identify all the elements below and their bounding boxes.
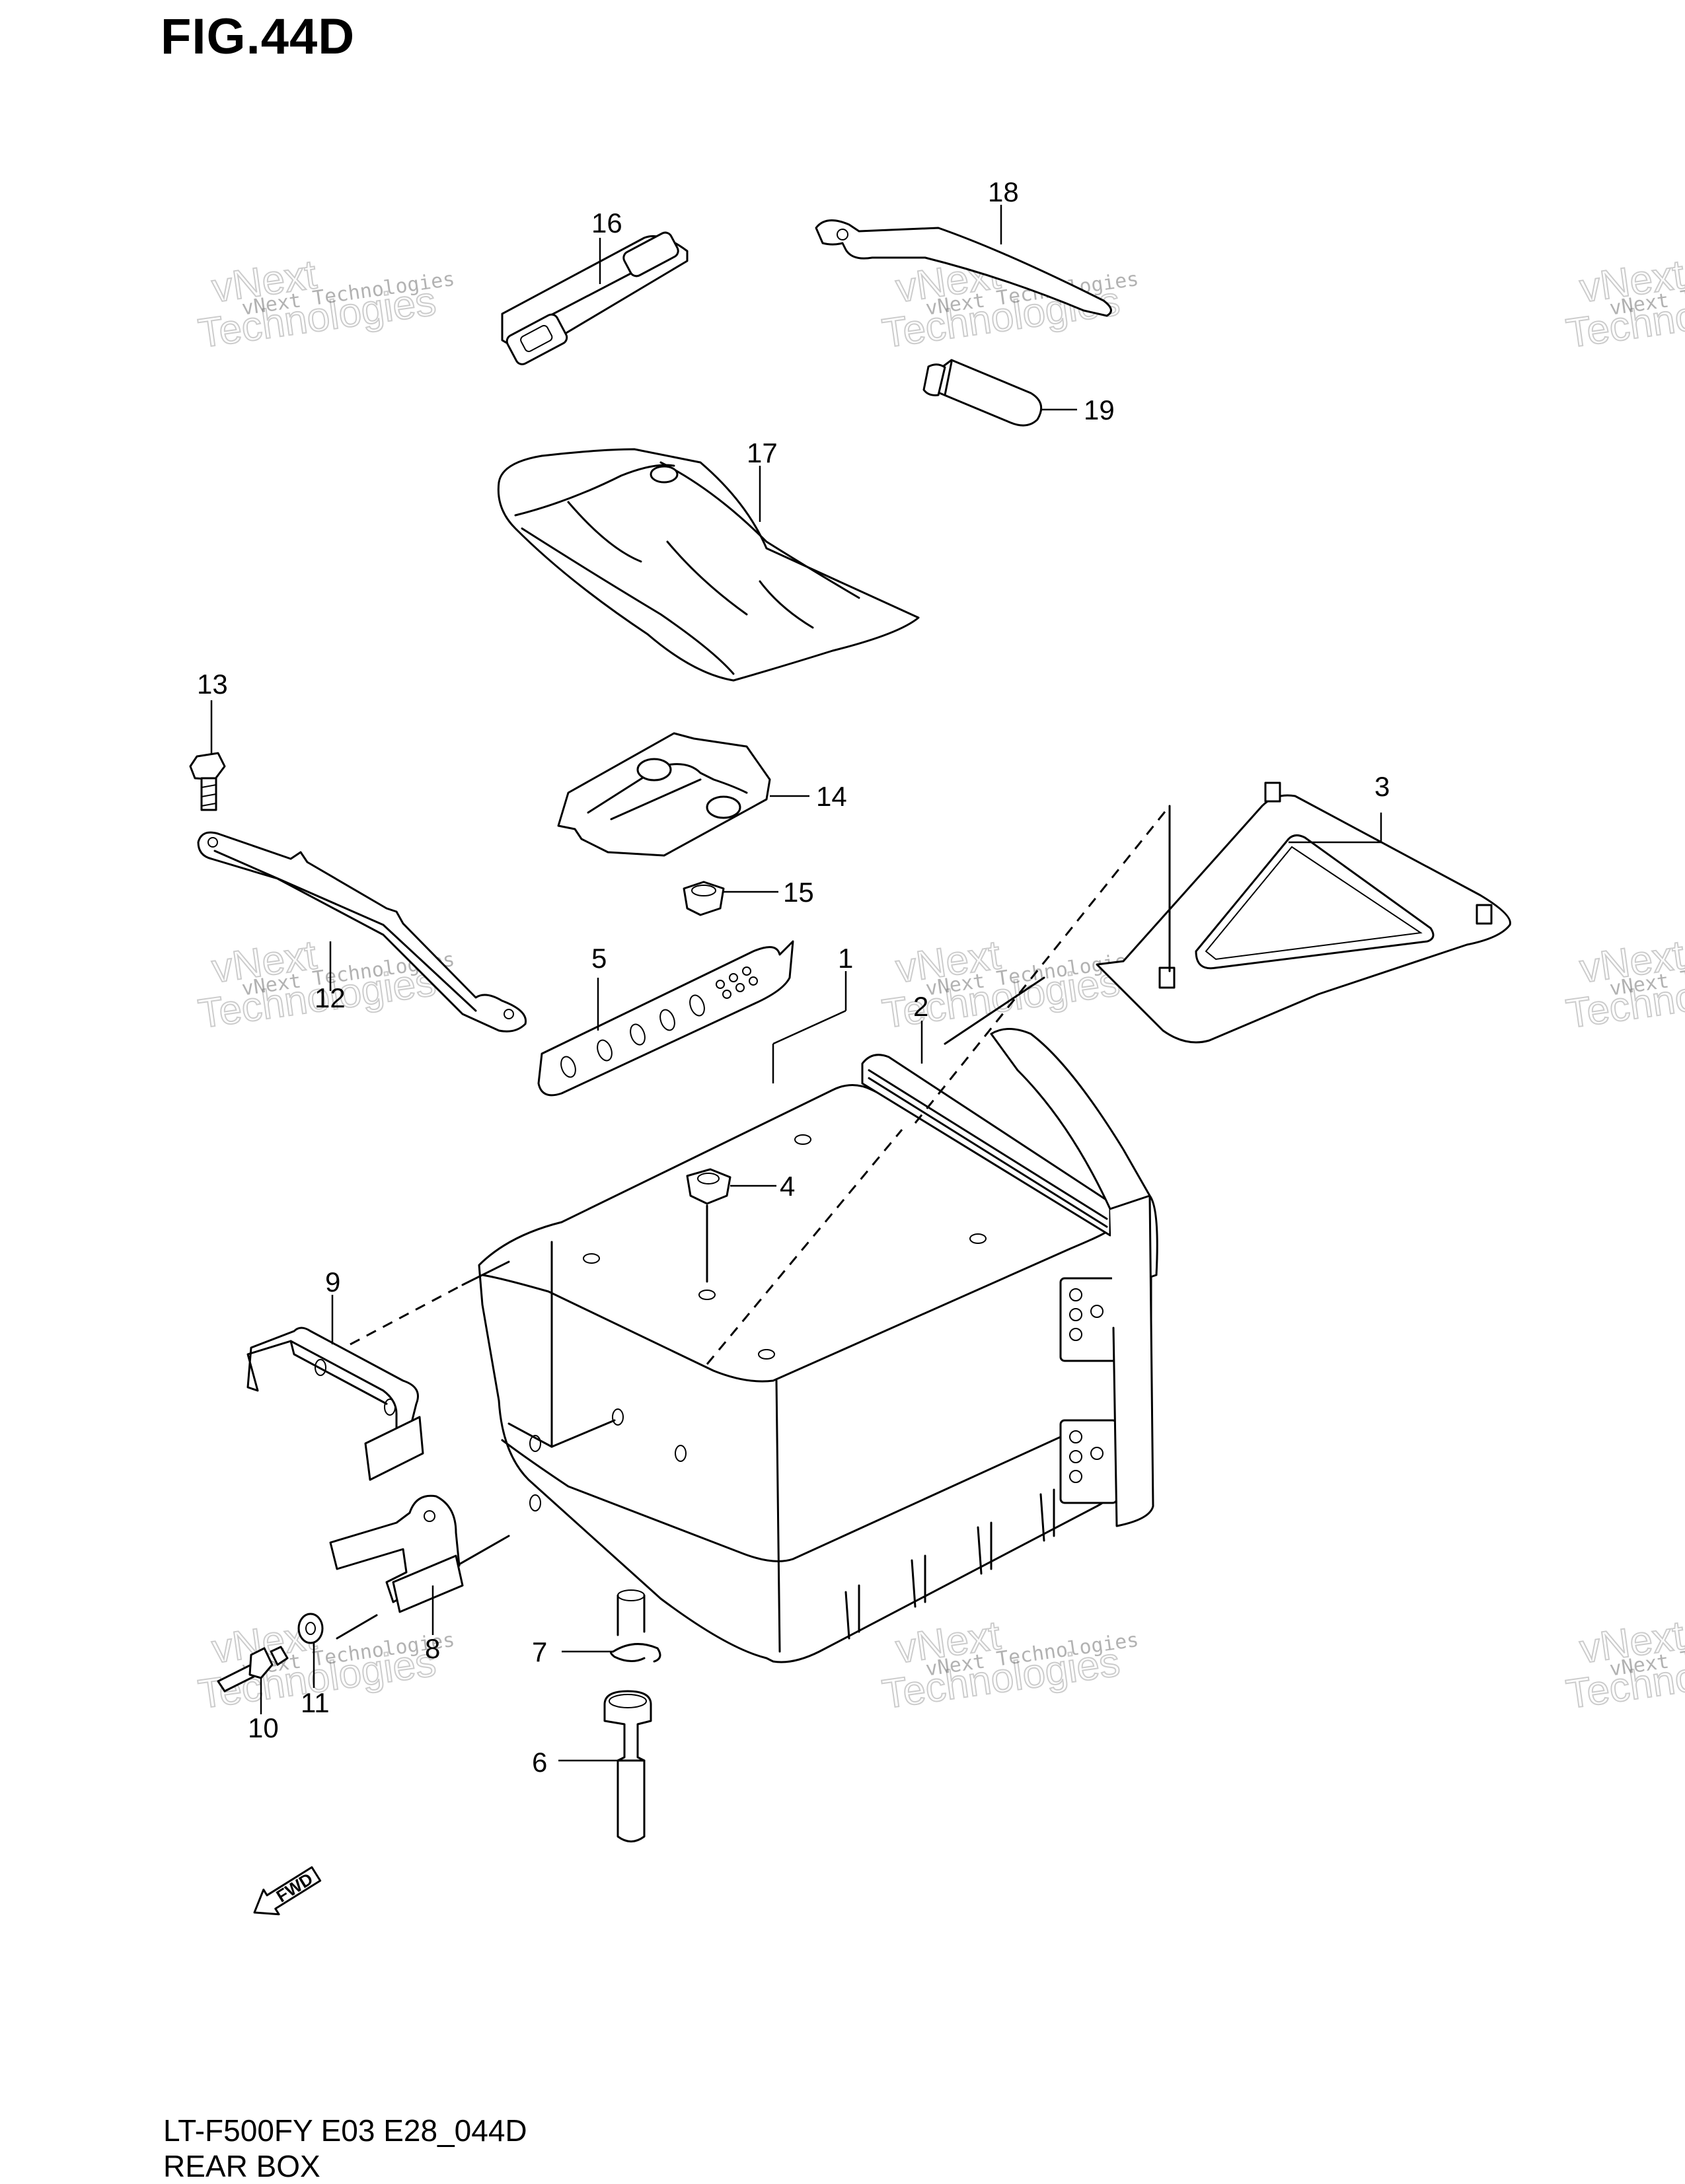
part-5-slotted-plate[interactable] — [537, 940, 794, 1097]
callout-6: 6 — [532, 1747, 547, 1778]
callout-8: 8 — [425, 1633, 440, 1664]
part-8-bracket[interactable] — [329, 1494, 464, 1635]
callout-10: 10 — [248, 1712, 279, 1743]
callout-3: 3 — [1374, 771, 1390, 802]
part-17-tool-bag[interactable] — [497, 448, 920, 682]
callout-9: 9 — [325, 1266, 340, 1297]
part-9-u-bracket[interactable] — [246, 1295, 424, 1481]
part-13-bolt[interactable] — [189, 700, 226, 811]
part-15-nut[interactable] — [683, 881, 778, 916]
fwd-arrow-icon: FWD — [253, 1866, 322, 1916]
part-19-plug[interactable] — [922, 359, 1077, 427]
part-11-washer[interactable] — [297, 1613, 324, 1688]
callout-15: 15 — [783, 877, 814, 908]
callout-17: 17 — [747, 437, 778, 468]
callout-1: 1 — [838, 943, 853, 974]
part-12-stay-bar[interactable] — [197, 831, 527, 1033]
callout-13: 13 — [197, 669, 228, 700]
callout-19: 19 — [1084, 394, 1115, 425]
callout-5: 5 — [591, 943, 607, 974]
callout-18: 18 — [988, 176, 1019, 207]
callout-14: 14 — [816, 781, 847, 812]
figure-title: FIG.44D — [161, 9, 356, 65]
callout-7: 7 — [532, 1636, 547, 1667]
part-10-bolt[interactable] — [217, 1646, 289, 1714]
callout-11: 11 — [301, 1687, 330, 1718]
model-code: LT-F500FY E03 E28_044D — [163, 2113, 527, 2148]
part-16-strap[interactable] — [501, 231, 689, 367]
part-6-pin[interactable] — [558, 1690, 652, 1842]
callout-12: 12 — [315, 982, 346, 1013]
part-3-triangle-frame[interactable] — [1096, 782, 1511, 1044]
part-18-wrench[interactable] — [815, 219, 1112, 317]
callout-16: 16 — [591, 207, 622, 238]
part-4-nut[interactable] — [686, 1168, 776, 1283]
callout-2: 2 — [913, 991, 928, 1022]
part-2-lid-seal[interactable] — [861, 976, 1158, 1527]
callout-4: 4 — [780, 1171, 795, 1202]
part-7-clip[interactable] — [562, 1589, 661, 1663]
assembly-name: REAR BOX — [163, 2149, 320, 2183]
part-14-bracket-plate[interactable] — [557, 732, 809, 857]
